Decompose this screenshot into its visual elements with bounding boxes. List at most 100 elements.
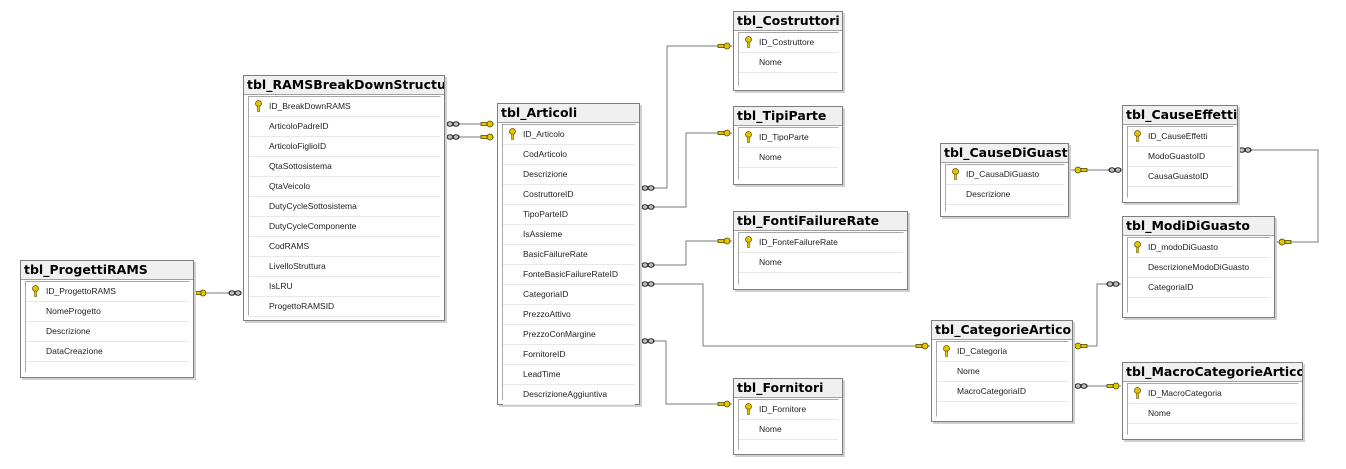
column-name: Nome bbox=[759, 424, 782, 434]
primary-key-icon bbox=[745, 403, 752, 415]
column-row[interactable]: Descrizione bbox=[503, 165, 635, 185]
column-row[interactable]: CausaGuastoID bbox=[1128, 167, 1233, 187]
table-columns: ID_CausaDiGuasto Descrizione bbox=[945, 164, 1065, 212]
column-row[interactable]: DutyCycleComponente bbox=[249, 217, 440, 237]
table-columns: ID_TipoParte Nome bbox=[738, 127, 839, 180]
column-row[interactable]: ID_TipoParte bbox=[739, 128, 838, 148]
column-row[interactable]: LivelloStruttura bbox=[249, 257, 440, 277]
column-name: QtaSottosistema bbox=[269, 161, 332, 171]
column-row[interactable]: ID_MacroCategoria bbox=[1128, 384, 1298, 404]
column-row[interactable]: TipoParteID bbox=[503, 205, 635, 225]
column-row[interactable]: ProgettoRAMSID bbox=[249, 297, 440, 317]
column-name: LeadTime bbox=[523, 369, 561, 379]
table-columns: ID_Categoria Nome MacroCategoriaID bbox=[936, 341, 1069, 417]
column-row[interactable]: Descrizione bbox=[946, 185, 1064, 205]
column-row[interactable]: FornitoreID bbox=[503, 345, 635, 365]
column-row[interactable]: ModoGuastoID bbox=[1128, 147, 1233, 167]
column-row[interactable]: Nome bbox=[739, 53, 838, 73]
column-name: DutyCycleSottosistema bbox=[269, 201, 357, 211]
primary-key-icon bbox=[943, 345, 950, 357]
table-columns: ID_FonteFailureRate Nome bbox=[738, 232, 904, 285]
column-row[interactable]: QtaSottosistema bbox=[249, 157, 440, 177]
column-row[interactable]: ID_Articolo bbox=[503, 125, 635, 145]
column-name: NomeProgetto bbox=[46, 306, 101, 316]
column-row[interactable]: CategoriaID bbox=[503, 285, 635, 305]
column-row[interactable]: DescrizioneAggiuntiva bbox=[503, 385, 635, 405]
column-row[interactable]: ID_modoDiGuasto bbox=[1128, 238, 1270, 258]
column-name: DutyCycleComponente bbox=[269, 221, 357, 231]
column-row[interactable]: CodRAMS bbox=[249, 237, 440, 257]
column-row[interactable]: PrezzoAttivo bbox=[503, 305, 635, 325]
table-modi-di-guasto[interactable]: tbl_ModiDiGuasto ID_modoDiGuasto Descriz… bbox=[1122, 216, 1275, 318]
table-title: tbl_MacroCategorieArticoli bbox=[1123, 363, 1302, 382]
column-row[interactable]: ID_CauseEffetti bbox=[1128, 127, 1233, 147]
primary-key-icon bbox=[1134, 130, 1141, 142]
column-row[interactable]: ID_FonteFailureRate bbox=[739, 233, 903, 253]
primary-key-icon bbox=[952, 168, 959, 180]
primary-key-icon bbox=[1134, 241, 1141, 253]
column-row[interactable]: ArticoloPadreID bbox=[249, 117, 440, 137]
column-name: Nome bbox=[759, 257, 782, 267]
table-cause-di-guasto[interactable]: tbl_CauseDiGuasto ID_CausaDiGuasto Descr… bbox=[940, 143, 1069, 217]
column-row[interactable]: Descrizione bbox=[26, 322, 189, 342]
table-title: tbl_CategorieArticoli bbox=[932, 321, 1072, 340]
column-name: MacroCategoriaID bbox=[957, 386, 1026, 396]
column-row[interactable]: BasicFailureRate bbox=[503, 245, 635, 265]
column-row[interactable]: LeadTime bbox=[503, 365, 635, 385]
column-name: CategoriaID bbox=[1148, 282, 1194, 292]
column-name: ModoGuastoID bbox=[1148, 151, 1206, 161]
table-categorie-articoli[interactable]: tbl_CategorieArticoli ID_Categoria Nome … bbox=[931, 320, 1073, 422]
column-row[interactable]: Nome bbox=[937, 362, 1068, 382]
column-name: Nome bbox=[957, 366, 980, 376]
table-macro-categorie-articoli[interactable]: tbl_MacroCategorieArticoli ID_MacroCateg… bbox=[1122, 362, 1303, 440]
column-row[interactable]: CategoriaID bbox=[1128, 278, 1270, 298]
column-name: ID_BreakDownRAMS bbox=[269, 101, 351, 111]
column-row[interactable]: ID_Costruttore bbox=[739, 33, 838, 53]
column-row[interactable]: ID_Fornitore bbox=[739, 400, 838, 420]
table-costruttori[interactable]: tbl_Costruttori ID_Costruttore Nome bbox=[733, 11, 843, 91]
table-columns: ID_MacroCategoria Nome bbox=[1127, 383, 1299, 435]
column-name: FonteBasicFailureRateID bbox=[523, 269, 618, 279]
column-row[interactable]: Nome bbox=[739, 420, 838, 440]
column-row[interactable]: Nome bbox=[739, 148, 838, 168]
column-row[interactable]: IsAssieme bbox=[503, 225, 635, 245]
column-row[interactable]: ArticoloFiglioID bbox=[249, 137, 440, 157]
column-row[interactable]: PrezzoConMargine bbox=[503, 325, 635, 345]
column-row[interactable]: FonteBasicFailureRateID bbox=[503, 265, 635, 285]
table-progetti-rams[interactable]: tbl_ProgettiRAMS ID_ProgettoRAMS NomePro… bbox=[20, 260, 194, 378]
column-name: ID_Fornitore bbox=[759, 404, 807, 414]
column-name: QtaVeicolo bbox=[269, 181, 311, 191]
column-name: DescrizioneModoDiGuasto bbox=[1148, 262, 1250, 272]
column-row[interactable]: MacroCategoriaID bbox=[937, 382, 1068, 402]
primary-key-icon bbox=[509, 128, 516, 140]
column-name: ID_Costruttore bbox=[759, 37, 815, 47]
table-title: tbl_ModiDiGuasto bbox=[1123, 217, 1274, 236]
column-row[interactable]: CodArticolo bbox=[503, 145, 635, 165]
table-rams-breakdown-structure[interactable]: tbl_RAMSBreakDownStructure ID_BreakDownR… bbox=[243, 75, 445, 321]
column-row[interactable]: ID_CausaDiGuasto bbox=[946, 165, 1064, 185]
column-row[interactable]: Nome bbox=[1128, 404, 1298, 424]
column-name: ID_MacroCategoria bbox=[1148, 388, 1222, 398]
column-name: ID_modoDiGuasto bbox=[1148, 242, 1218, 252]
column-row[interactable]: NomeProgetto bbox=[26, 302, 189, 322]
column-row[interactable]: QtaVeicolo bbox=[249, 177, 440, 197]
primary-key-icon bbox=[745, 131, 752, 143]
column-row[interactable]: DataCreazione bbox=[26, 342, 189, 362]
column-row[interactable]: IsLRU bbox=[249, 277, 440, 297]
column-row[interactable]: ID_BreakDownRAMS bbox=[249, 97, 440, 117]
column-row[interactable]: DescrizioneModoDiGuasto bbox=[1128, 258, 1270, 278]
column-row[interactable]: CostruttoreID bbox=[503, 185, 635, 205]
column-row[interactable]: Nome bbox=[739, 253, 903, 273]
column-name: CategoriaID bbox=[523, 289, 569, 299]
column-row[interactable]: DutyCycleSottosistema bbox=[249, 197, 440, 217]
table-articoli[interactable]: tbl_Articoli ID_Articolo CodArticolo Des… bbox=[497, 103, 640, 405]
column-name: ID_TipoParte bbox=[759, 132, 809, 142]
table-fonti-failure-rate[interactable]: tbl_FontiFailureRate ID_FonteFailureRate… bbox=[733, 211, 908, 290]
column-row[interactable]: ID_Categoria bbox=[937, 342, 1068, 362]
table-tipi-parte[interactable]: tbl_TipiParte ID_TipoParte Nome bbox=[733, 106, 843, 185]
table-fornitori[interactable]: tbl_Fornitori ID_Fornitore Nome bbox=[733, 378, 843, 455]
table-cause-effetti[interactable]: tbl_CauseEffetti ID_CauseEffetti ModoGua… bbox=[1122, 105, 1238, 203]
column-name: CausaGuastoID bbox=[1148, 171, 1209, 181]
table-title: tbl_CauseDiGuasto bbox=[941, 144, 1068, 163]
column-row[interactable]: ID_ProgettoRAMS bbox=[26, 282, 189, 302]
